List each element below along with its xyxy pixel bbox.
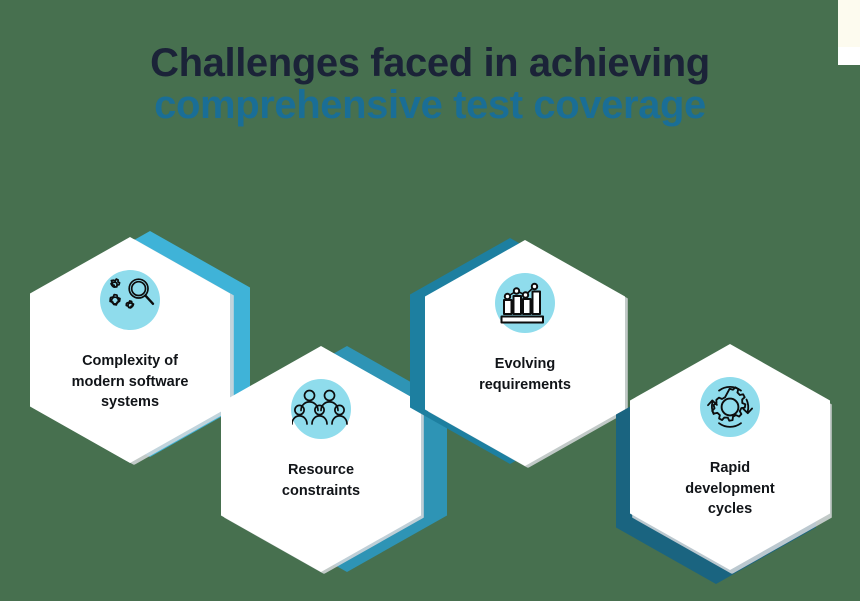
card-icon-area <box>284 372 358 446</box>
page-edge-strip-cream <box>838 0 860 47</box>
gears-magnifier-icon <box>109 278 155 309</box>
group-of-people-icon <box>292 389 348 425</box>
card-icon-area <box>488 266 562 340</box>
card-icon-area <box>93 263 167 337</box>
page-title-line-2: comprehensive test coverage <box>154 83 706 128</box>
card-icon-area <box>693 370 767 444</box>
card-label: Resource constraints <box>281 462 361 499</box>
hexagon-card-resource[interactable]: Resource constraints <box>221 340 447 574</box>
card-label: Evolving requirements <box>479 356 571 393</box>
gear-refresh-cycle-icon <box>707 386 753 428</box>
page-title: Challenges faced in achieving comprehens… <box>0 42 860 127</box>
page-title-line-1: Challenges faced in achieving <box>150 41 710 85</box>
bar-chart-trendline-icon <box>500 282 544 324</box>
card-label: Rapid development cycles <box>685 460 775 518</box>
hexagon-card-evolving[interactable]: Evolving requirements <box>410 238 628 468</box>
page-edge-strip-white <box>838 47 860 65</box>
hexagon-card-rapid[interactable]: Rapid development cycles <box>616 344 832 584</box>
card-label: Complexity of modern software systems <box>71 353 189 411</box>
hexagon-card-complexity[interactable]: Complexity of modern software systems <box>20 231 250 465</box>
